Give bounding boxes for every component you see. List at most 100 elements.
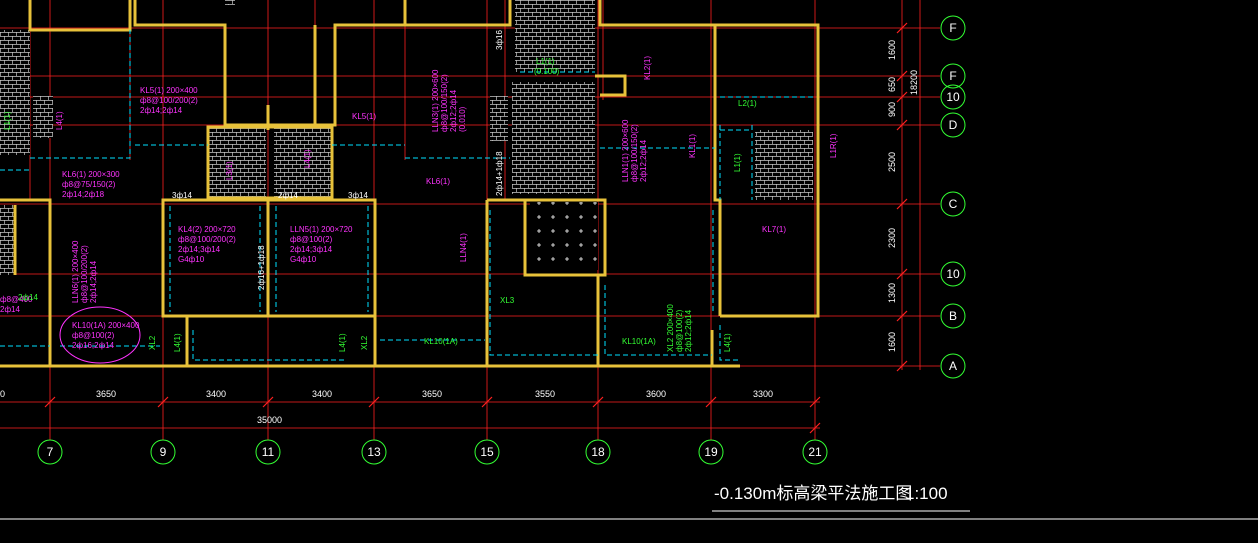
- beam-label-lln1-rebar: 2ф12;2ф14: [639, 139, 648, 182]
- axis-bubble-21: 21: [802, 439, 828, 465]
- beam-label-l1-top: L1(1): [536, 57, 555, 66]
- beam-label-lln5-g: G4ф10: [290, 255, 317, 264]
- svg-text:F: F: [949, 69, 956, 83]
- bay-dim-1: 3650: [96, 389, 116, 399]
- hatch-left-top: [0, 30, 30, 155]
- svg-text:10: 10: [946, 267, 960, 281]
- vdim-1600b: 1600: [887, 332, 897, 352]
- beam-label-kl5: KL5(1): [352, 112, 376, 121]
- beam-label-kl2: KL2(1): [643, 56, 652, 80]
- beam-label-lln5-rebar: 2ф14;3ф14: [290, 245, 333, 254]
- wall-segment-13: [163, 314, 189, 366]
- beam-label-lln3-rebar: 2ф12;2ф14: [449, 89, 458, 132]
- beam-label-lln5: LLN5(1) 200×720: [290, 225, 353, 234]
- hatch-shaft-top: [515, 0, 595, 72]
- bay-dim-0: 0: [0, 389, 5, 399]
- drawing-title: -0.130m标高梁平法施工图: [714, 484, 912, 503]
- beam-annotations-green: KL10(1A) KL10(1A) L2(1) L1(1) XL3 XL2 XL…: [3, 57, 757, 352]
- svg-text:F: F: [949, 21, 956, 35]
- beam-label-kl10b: KL10(1A): [622, 337, 656, 346]
- beam-label-xl2-full: XL2 200×400: [666, 304, 675, 352]
- beam-label-kl10a: KL10(1A): [424, 337, 458, 346]
- beam-label-lln6-stirrup: ф8@100/200(2): [80, 245, 89, 303]
- beam-label-kl7: KL7(1): [762, 225, 786, 234]
- beam-label-kl10-stirrup: ф8@100(2): [72, 331, 115, 340]
- hatch-cross: [530, 202, 598, 270]
- vdim-2300: 2300: [887, 228, 897, 248]
- hatch-top-10: [225, 0, 235, 5]
- beam-label-l4-green3: L4(1): [723, 333, 732, 352]
- beams: [0, 30, 815, 361]
- svg-text:9: 9: [160, 445, 167, 459]
- note-3f14a: 3ф14: [172, 191, 192, 200]
- beam-annotations-magenta: KL5(1) 200×400 ф8@100/200(2) 2ф14;2ф14 K…: [0, 56, 838, 364]
- axis-bubble-10a: 10: [940, 84, 966, 110]
- beam-label-xl2-rebar: 2ф12;2ф14: [684, 309, 693, 352]
- beam-label-lln6: LLN6(1) 200×400: [71, 240, 80, 303]
- svg-text:7: 7: [47, 445, 54, 459]
- beam-label-kl16-stirrup: ф8@75/150(2): [62, 180, 116, 189]
- beam-label-stair2: L4(1): [303, 149, 312, 168]
- svg-text:19: 19: [704, 445, 718, 459]
- beam-label-stair: L3(1): [225, 161, 234, 180]
- white-notes: 3ф14 2ф14 3ф14 2ф16+1ф18 2ф14+1ф18 3ф16: [172, 30, 504, 290]
- svg-text:13: 13: [367, 445, 381, 459]
- bay-dim-4: 3650: [422, 389, 442, 399]
- wall-segment-6: [715, 23, 820, 318]
- axis-bubble-7: 7: [37, 439, 63, 465]
- wall-segment-11: [0, 198, 52, 366]
- note-3f16: 3ф16: [495, 30, 504, 50]
- bay-dim-6: 3600: [646, 389, 666, 399]
- note-2f16: 2ф16+1ф18: [257, 245, 266, 290]
- beam-label-kl15: KL5(1) 200×400: [140, 86, 198, 95]
- beam-label-kl15-stirrup: ф8@100/200(2): [140, 96, 198, 105]
- beam-label-l2: L2(1): [738, 99, 757, 108]
- beam-label-lln5-stirrup: ф8@100(2): [290, 235, 333, 244]
- note-3f14b: 3ф14: [348, 191, 368, 200]
- title-block: -0.130m标高梁平法施工图 1:100: [0, 484, 1258, 520]
- hatch-small-15: [490, 96, 508, 141]
- beam-label-kl10: KL10(1A) 200×400: [72, 321, 140, 330]
- hatch-right-box: [755, 130, 813, 200]
- bay-dim-5: 3550: [535, 389, 555, 399]
- vdim-1600a: 1600: [887, 40, 897, 60]
- axis-bubble-18: 18: [585, 439, 611, 465]
- axis-bubble-D: D: [940, 112, 966, 138]
- left-label-2: 2ф14: [0, 305, 20, 314]
- axis-bubble-C: C: [940, 191, 966, 217]
- bay-dim-2: 3400: [206, 389, 226, 399]
- note-2f14-1f18: 2ф14+1ф18: [495, 151, 504, 196]
- beam-label-xl2b: XL2: [360, 335, 369, 350]
- beam-label-0100: (0.100): [534, 67, 560, 76]
- beam-label-xl2: XL2: [148, 335, 157, 350]
- axis-bubble-F2: F: [940, 63, 966, 89]
- beam-label-lln3-stirrup: ф8@100/150(2): [440, 74, 449, 132]
- vdim-2500: 2500: [887, 152, 897, 172]
- svg-text:21: 21: [808, 445, 822, 459]
- wall-segment-1: [28, 0, 132, 32]
- svg-text:A: A: [949, 359, 957, 373]
- bay-dimension-texts: 0 3650 3400 3400 3650 3550 3600 3300 350…: [0, 389, 773, 425]
- svg-text:C: C: [949, 197, 958, 211]
- hatch-stair-11a: [208, 127, 266, 197]
- revision-cloud: [59, 306, 141, 364]
- beam-label-kl4: KL4(2) 200×720: [178, 225, 236, 234]
- beam-label-kl15-rebar: 2ф14;2ф14: [140, 106, 183, 115]
- vdim-total: 18200: [909, 70, 919, 95]
- axis-bubbles-bottom: 7 9 11 13 15 18 19 21: [37, 439, 828, 465]
- svg-text:D: D: [949, 118, 958, 132]
- note-2f14: 2ф14: [278, 191, 298, 200]
- axis-bubble-A: A: [940, 353, 966, 379]
- beam-label-l1r: L1R(1): [829, 133, 838, 158]
- axis-bubble-19: 19: [698, 439, 724, 465]
- beam-label-kl4-stirrup: ф8@100/200(2): [178, 235, 236, 244]
- beam-label-lln1: LLN1(1) 200×600: [621, 119, 630, 182]
- beam-label-kl6: KL6(1): [426, 177, 450, 186]
- beam-label-kl10-rebar: 2ф16;2ф14: [72, 341, 115, 350]
- hatch-left-small: [33, 96, 53, 138]
- beam-label-l4-green: L4(1): [173, 333, 182, 352]
- total-dimension: 35000: [257, 415, 282, 425]
- beam-label-lln6-rebar: 2ф14;2ф14: [89, 260, 98, 303]
